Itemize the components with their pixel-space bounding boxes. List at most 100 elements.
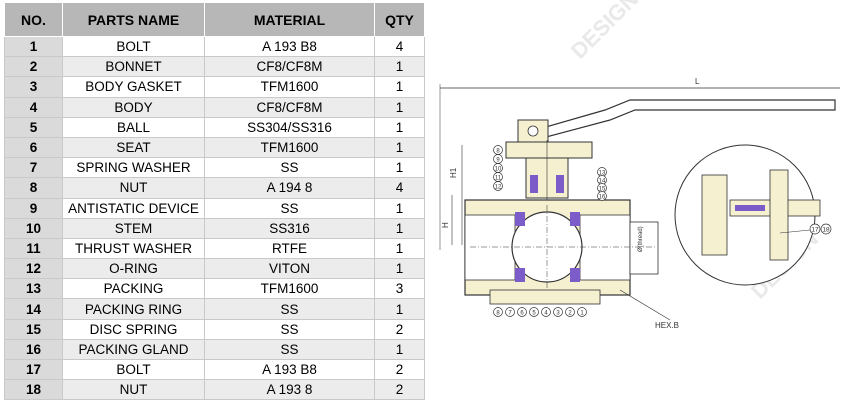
part-number: 8: [4, 177, 63, 199]
balloon-bottom: [553, 307, 563, 317]
part-name: PACKING: [62, 278, 205, 300]
hex-label: HEX.B: [655, 321, 679, 330]
port-left: [464, 214, 516, 281]
balloon-bottom: [517, 307, 527, 317]
balloon-right-label: 16: [599, 194, 606, 200]
part-number: 3: [4, 76, 63, 98]
part-qty: 1: [374, 157, 425, 179]
part-qty: 2: [374, 358, 425, 381]
stem-pin: [527, 125, 539, 137]
part-number: 16: [4, 338, 63, 361]
port-right: [579, 214, 631, 281]
seat-top-left: [515, 212, 525, 226]
part-qty: 1: [374, 96, 425, 118]
header-material: MATERIAL: [204, 2, 375, 37]
part-material: SS: [204, 298, 375, 320]
part-qty: 4: [374, 177, 425, 199]
dimension-h-label: H: [441, 222, 450, 228]
part-name: BOLT: [62, 35, 205, 58]
part-qty: 4: [374, 35, 425, 58]
packing-gland: [505, 141, 593, 159]
part-material: RTFE: [204, 237, 375, 260]
packing-right: [556, 175, 564, 193]
part-material: SS: [204, 338, 375, 361]
part-number: 6: [4, 136, 63, 159]
part-name: NUT: [62, 379, 205, 401]
balloon-top: [493, 181, 503, 191]
header-parts-name: PARTS NAME: [62, 2, 205, 37]
part-qty: 1: [374, 76, 425, 98]
part-qty: 2: [374, 318, 425, 340]
part-qty: 1: [374, 116, 425, 138]
balloon-right-label: 13: [599, 170, 606, 176]
balloon-bottom: [505, 307, 515, 317]
part-name: THRUST WASHER: [62, 237, 205, 260]
detail-bolt-left: [701, 174, 728, 256]
part-material: SS316: [204, 217, 375, 239]
balloon-right: [597, 191, 607, 201]
balloon-bottom: [493, 307, 503, 317]
part-number: 5: [4, 116, 63, 138]
part-material: SS304/SS316: [204, 116, 375, 138]
header-no: NO.: [4, 2, 63, 37]
detail-leader: [779, 229, 811, 234]
balloon-17: [809, 223, 821, 235]
part-number: 10: [4, 217, 63, 239]
hex-leader: [619, 289, 671, 321]
part-qty: 1: [374, 197, 425, 219]
end-cap-right: [629, 221, 659, 275]
part-qty: 1: [374, 136, 425, 159]
balloon-bottom: [577, 307, 587, 317]
part-number: 18: [4, 379, 63, 401]
part-number: 17: [4, 358, 63, 381]
balloon-right-label: 15: [599, 186, 606, 192]
balloon-bottom-label: 4: [544, 310, 548, 316]
part-number: 14: [4, 298, 63, 320]
balloon-bottom: [529, 307, 539, 317]
part-material: TFM1600: [204, 278, 375, 300]
header-qty: QTY: [374, 2, 425, 37]
part-number: 2: [4, 56, 63, 78]
balloon-top-label: 10: [495, 166, 502, 172]
part-material: SS: [204, 197, 375, 219]
valve-drawing: DESIGN DESIGN L H1 H: [430, 0, 850, 410]
balloon-bottom: [541, 307, 551, 317]
balloon-right-label: 14: [599, 178, 606, 184]
part-qty: 1: [374, 258, 425, 280]
balloon-top-label: 12: [495, 184, 502, 190]
part-number: 9: [4, 197, 63, 219]
part-material: SS: [204, 318, 375, 340]
balloon-bottom-label: 7: [508, 310, 512, 316]
balloon-bottom-label: 6: [520, 310, 524, 316]
table-header-row: NO. PARTS NAME MATERIAL QTY: [4, 2, 425, 37]
part-material: A 193 8: [204, 379, 375, 401]
part-number: 15: [4, 318, 63, 340]
valve-drawing-svg: DESIGN DESIGN L H1 H: [439, 0, 840, 330]
part-material: TFM1600: [204, 76, 375, 98]
balloon-top-label: 9: [496, 157, 500, 163]
seat-top-right: [570, 212, 580, 226]
part-name: NUT: [62, 177, 205, 199]
part-qty: 1: [374, 298, 425, 320]
part-name: BOLT: [62, 358, 205, 381]
part-material: A 194 8: [204, 177, 375, 199]
part-name: BODY: [62, 96, 205, 118]
part-number: 1: [4, 35, 63, 58]
part-qty: 1: [374, 338, 425, 361]
dimension-l-label: L: [695, 77, 700, 86]
part-name: SPRING WASHER: [62, 157, 205, 179]
part-material: TFM1600: [204, 136, 375, 159]
